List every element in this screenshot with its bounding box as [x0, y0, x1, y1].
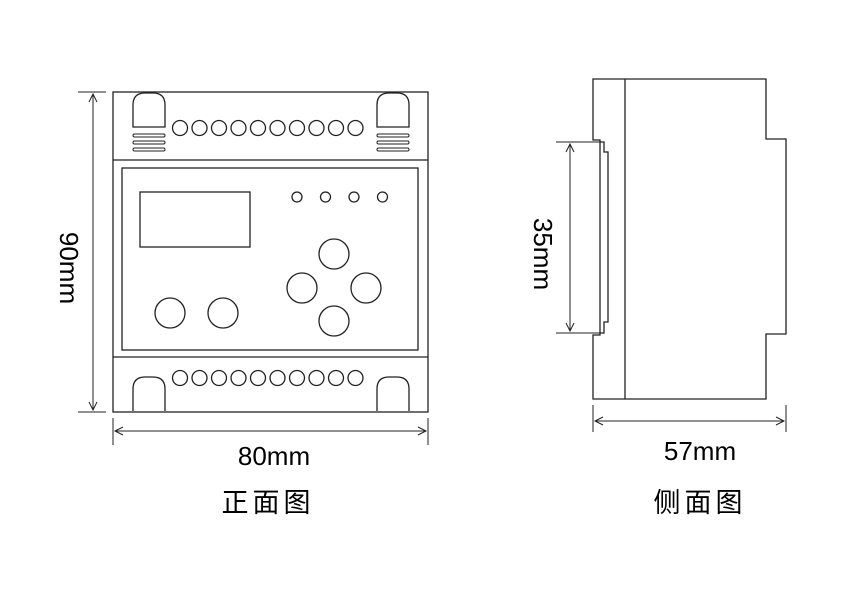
terminal-bottom-10	[347, 369, 364, 387]
side-depth-label: 57mm	[664, 436, 736, 466]
front-height-dimension: 90mm	[54, 91, 106, 413]
terminals-top	[171, 119, 364, 137]
terminals-bottom	[171, 369, 364, 387]
terminal-bottom-8	[308, 369, 325, 387]
side-depth-dimension: 57mm	[592, 405, 787, 466]
nav-down-button	[318, 305, 350, 337]
led-4	[376, 191, 389, 203]
terminal-top-9	[327, 119, 345, 137]
front-width-dimension: 80mm	[112, 418, 429, 471]
terminal-top-8	[308, 119, 325, 137]
terminal-bottom-5	[249, 369, 267, 387]
terminal-top-4	[230, 119, 247, 137]
latch-bottom-left	[132, 376, 166, 411]
front-view	[112, 91, 429, 413]
terminal-bottom-2	[191, 369, 208, 387]
terminal-bottom-3	[210, 369, 228, 387]
front-width-label: 80mm	[238, 441, 310, 471]
latch-top-right	[376, 92, 410, 128]
terminal-top-7	[288, 119, 306, 137]
led-2	[319, 191, 332, 203]
round-button-1	[154, 297, 186, 329]
terminal-top-6	[269, 119, 286, 137]
nav-left-button	[286, 272, 318, 304]
terminal-top-3	[210, 119, 228, 137]
terminal-top-10	[347, 119, 364, 137]
terminal-top-2	[191, 119, 208, 137]
vent-top-right	[376, 133, 410, 152]
terminal-bottom-1	[171, 369, 189, 387]
latch-bottom-right	[376, 376, 410, 411]
led-3	[348, 191, 360, 203]
terminal-bottom-6	[269, 369, 286, 387]
terminal-bottom-4	[230, 369, 247, 387]
terminal-bottom-9	[327, 369, 345, 387]
din-rail-clip	[600, 141, 609, 334]
latch-top-left	[132, 92, 166, 128]
lcd-display	[139, 191, 251, 248]
indicator-leds	[291, 191, 389, 203]
side-profile-outline	[592, 78, 787, 400]
round-button-2	[207, 297, 239, 329]
side-view	[592, 78, 787, 400]
side-view-caption: 侧面图	[654, 488, 747, 519]
vent-top-left	[132, 133, 166, 152]
rail-dimension: 35mm	[528, 141, 600, 334]
nav-right-button	[350, 272, 382, 304]
front-height-label: 90mm	[54, 232, 84, 304]
rail-width-label: 35mm	[528, 218, 558, 290]
terminal-top-5	[249, 119, 267, 137]
terminal-top-1	[171, 119, 189, 137]
front-view-caption: 正面图	[222, 488, 315, 519]
terminal-bottom-7	[288, 369, 306, 387]
nav-up-button	[318, 238, 350, 270]
led-1	[291, 191, 303, 203]
front-panel	[121, 167, 419, 351]
front-housing	[112, 91, 429, 413]
